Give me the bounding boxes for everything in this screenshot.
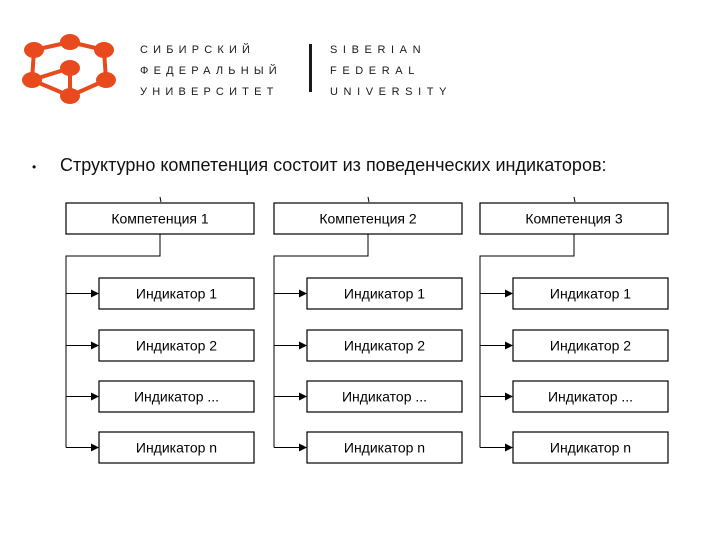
bullet-marker: • xyxy=(32,160,37,174)
indicator-box xyxy=(98,380,255,413)
competence-column: Компетенция 2 Индикатор 1 Индикатор 2 Индик… xyxy=(273,196,463,464)
logo-en-line: FEDERAL xyxy=(330,65,420,77)
logo-text-en: SIBERIAN FEDERAL UNIVERSITY xyxy=(330,40,452,103)
indicator-box xyxy=(306,380,463,413)
indicator-box xyxy=(512,380,669,413)
indicator-label: Индикатор n xyxy=(344,440,425,456)
logo-ru-line: УНИВЕРСИТЕТ xyxy=(140,86,279,98)
indicator-box xyxy=(306,431,463,464)
competence-column: Компетенция 3 Индикатор 1 Индикатор 2 Индик… xyxy=(479,196,669,464)
university-logo-icon xyxy=(22,34,116,104)
indicator-box xyxy=(306,277,463,310)
indicator-label: Индикатор n xyxy=(136,440,217,456)
indicator-box xyxy=(306,329,463,362)
logo-en-line: UNIVERSITY xyxy=(330,86,453,98)
connector-trunk xyxy=(479,234,575,448)
competence-box xyxy=(479,202,669,235)
header-tick xyxy=(159,196,162,203)
indicator-label: Индикатор 2 xyxy=(136,338,217,354)
header-tick xyxy=(367,196,370,203)
competence-label: Компетенция 1 xyxy=(111,211,209,227)
indicator-label: Индикатор 1 xyxy=(344,286,425,302)
indicator-box xyxy=(98,431,255,464)
indicator-box xyxy=(98,329,255,362)
connector-trunk xyxy=(65,234,161,448)
competence-box xyxy=(273,202,463,235)
connector-trunk xyxy=(273,234,369,448)
indicator-label: Индикатор 1 xyxy=(550,286,631,302)
indicator-label: Индикатор 2 xyxy=(550,338,631,354)
logo-en-line: SIBERIAN xyxy=(330,44,427,56)
indicator-label: Индикатор ... xyxy=(342,389,427,405)
indicator-label: Индикатор ... xyxy=(134,389,219,405)
header-tick xyxy=(573,196,576,203)
bullet-text: Структурно компетенция состоит из поведе… xyxy=(60,155,607,175)
competence-label: Компетенция 3 xyxy=(525,211,623,227)
logo-ru-line: ФЕДЕРАЛЬНЫЙ xyxy=(140,65,282,77)
competence-box xyxy=(65,202,255,235)
logo-ru-line: СИБИРСКИЙ xyxy=(140,44,256,56)
indicator-box xyxy=(512,329,669,362)
logo-text-ru: СИБИРСКИЙ ФЕДЕРАЛЬНЫЙ УНИВЕРСИТЕТ xyxy=(140,40,282,103)
bullet-item: • Структурно компетенция состоит из пове… xyxy=(32,155,607,176)
logo-divider xyxy=(309,44,312,92)
indicator-box xyxy=(98,277,255,310)
indicator-label: Индикатор ... xyxy=(548,389,633,405)
competence-column: Компетенция 1 Индикатор 1 Индикатор 2 Индик… xyxy=(65,196,255,464)
indicator-label: Индикатор 1 xyxy=(136,286,217,302)
indicator-box xyxy=(512,431,669,464)
competence-label: Компетенция 2 xyxy=(319,211,417,227)
indicator-label: Индикатор 2 xyxy=(344,338,425,354)
indicator-label: Индикатор n xyxy=(550,440,631,456)
indicator-box xyxy=(512,277,669,310)
